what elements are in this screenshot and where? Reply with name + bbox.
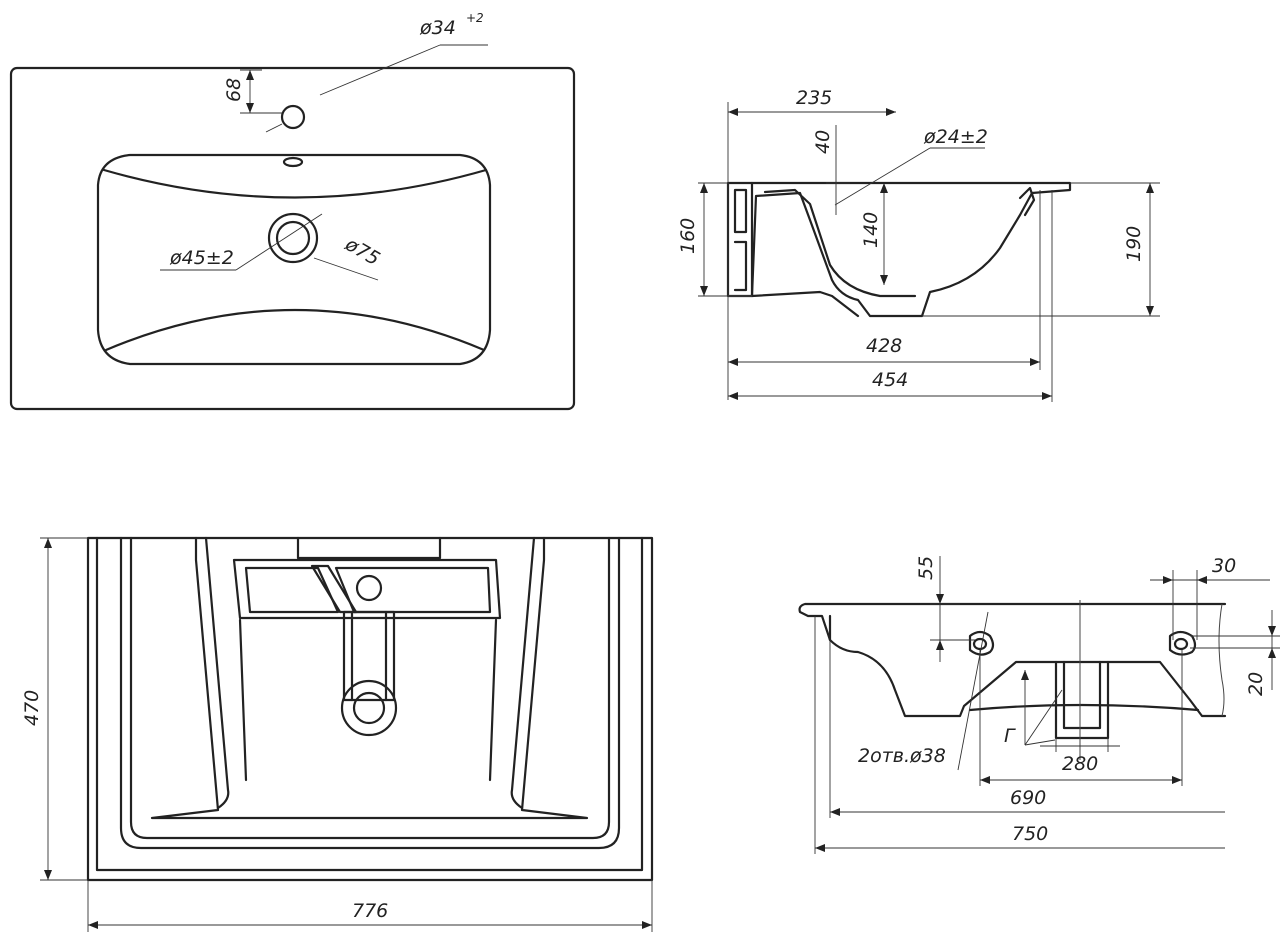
basin-section — [750, 181, 1072, 318]
outer-frame — [86, 536, 654, 882]
label-inner-width: 428 — [866, 335, 902, 357]
basin-outline — [9, 66, 576, 411]
back-wall — [726, 181, 754, 298]
label-depth: 235 — [796, 87, 832, 109]
bowl-lower-curve — [104, 308, 486, 352]
label-hole-spacing: 690 — [1010, 787, 1046, 809]
label-drain-outer: ø75 — [341, 233, 384, 270]
label-drain-block: 280 — [1062, 753, 1098, 775]
label-height: 470 — [21, 690, 43, 726]
label-bowl-depth: 140 — [860, 212, 882, 248]
label-tap-diameter: ø34 — [419, 17, 456, 39]
label-overflow-diameter: ø24±2 — [923, 126, 988, 148]
drain-bottom — [340, 679, 398, 737]
drain-block — [1054, 660, 1110, 740]
label-total-width: 454 — [872, 369, 908, 391]
label-hole-edge-offset: 30 — [1212, 555, 1236, 577]
label-hole-top-offset: 55 — [915, 556, 937, 580]
bowl-upper-curve — [102, 168, 488, 199]
top-view: ø34 +2 68 ø45±2 ø75 — [9, 11, 576, 411]
label-tap-offset: 68 — [223, 78, 245, 102]
drain-outer — [267, 212, 319, 264]
label-tap-tolerance: +2 — [466, 11, 484, 25]
front-view: 55 30 20 2отв.ø38 Г 280 690 750 — [798, 555, 1280, 854]
mount-hole-left — [968, 630, 995, 656]
label-width: 776 — [352, 900, 388, 922]
overflow-slot — [282, 156, 304, 168]
label-drain-diameter: ø45±2 — [169, 247, 234, 269]
drain-inner — [275, 220, 311, 256]
mount-hole-right — [1168, 630, 1197, 656]
side-section: 235 40 ø24±2 160 140 190 428 454 — [677, 87, 1160, 402]
bottom-view: 470 776 — [21, 536, 654, 932]
label-overflow-offset: 40 — [812, 130, 834, 154]
tap-hole — [280, 104, 306, 130]
label-mount-holes: 2отв.ø38 — [858, 745, 946, 767]
label-hole-size: 20 — [1245, 672, 1267, 696]
tap-hole-bottom — [355, 574, 383, 602]
front-outline — [798, 602, 1227, 718]
label-front-width: 750 — [1012, 823, 1048, 845]
label-section-mark: Г — [1004, 725, 1016, 747]
label-total-height: 190 — [1123, 226, 1145, 262]
bowl-outline — [96, 153, 492, 366]
mount-plate — [232, 558, 502, 620]
label-rim-height: 160 — [677, 218, 699, 254]
